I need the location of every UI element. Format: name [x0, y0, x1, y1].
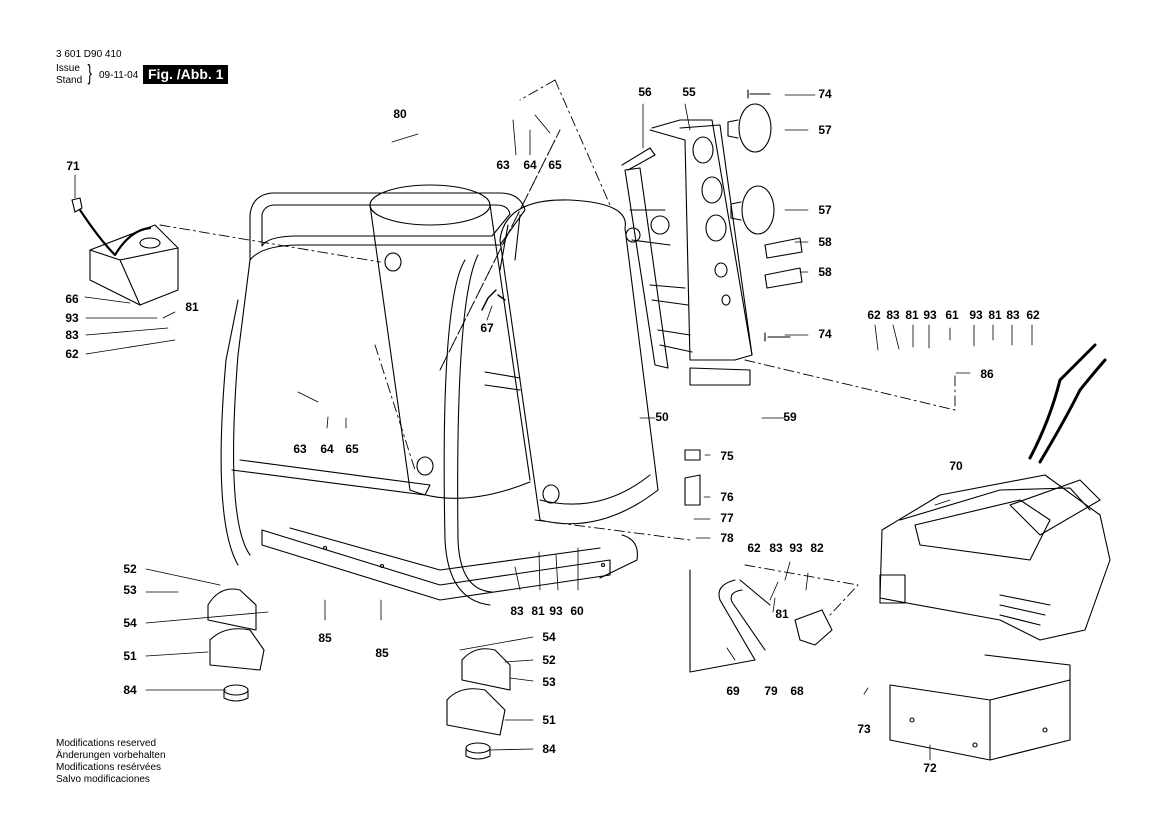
modifications-note: Modifications reserved Änderungen vorbeh… [56, 738, 166, 786]
callout-85: 85 [375, 646, 389, 660]
callout-73: 73 [857, 722, 871, 736]
callout-63: 63 [496, 158, 510, 172]
callout-74: 74 [818, 87, 832, 101]
callout-70: 70 [949, 459, 963, 473]
gauge-plate [649, 119, 753, 386]
callout-86: 86 [980, 367, 994, 381]
rear-tank [369, 184, 531, 499]
modifications-line: Modifications reserved [56, 738, 157, 749]
callout-53: 53 [123, 583, 137, 597]
outlet-pipe [689, 569, 771, 673]
callout-58: 58 [818, 265, 832, 279]
callout-83: 83 [510, 604, 524, 618]
callout-59: 59 [783, 410, 797, 424]
part-number: 3 601 D90 410 [56, 49, 122, 60]
quick-couplers [764, 237, 803, 289]
callout-62: 62 [867, 308, 881, 322]
callout-65: 65 [345, 442, 359, 456]
gauges [727, 103, 775, 235]
callout-62: 62 [65, 347, 79, 361]
callout-81: 81 [905, 308, 919, 322]
pressure-switch-tube [481, 289, 506, 311]
callout-50: 50 [655, 410, 669, 424]
fittings [684, 449, 701, 506]
callout-57: 57 [818, 123, 832, 137]
callout-83: 83 [65, 328, 79, 342]
callout-79: 79 [764, 684, 778, 698]
callout-54: 54 [542, 630, 556, 644]
callout-labels: 80 63 64 65 71 66 93 81 83 62 67 63 64 65 52 53 54 51 84 85… [65, 85, 1040, 775]
callout-81: 81 [775, 607, 789, 621]
callout-66: 66 [65, 292, 79, 306]
brace-glyph: } [87, 60, 92, 85]
frame [220, 192, 638, 606]
figure-label: Fig. /Abb. 1 [143, 65, 229, 84]
callout-85: 85 [318, 631, 332, 645]
callout-65: 65 [548, 158, 562, 172]
stand-label: Stand [56, 75, 83, 86]
callout-62: 62 [747, 541, 761, 555]
screws [747, 89, 791, 342]
callout-69: 69 [726, 684, 740, 698]
callout-93: 93 [923, 308, 937, 322]
callout-67: 67 [480, 321, 494, 335]
bracket [889, 654, 1071, 761]
callout-57: 57 [818, 203, 832, 217]
callout-72: 72 [923, 761, 937, 775]
callout-93: 93 [789, 541, 803, 555]
manifold [621, 147, 693, 369]
callout-80: 80 [393, 107, 407, 121]
callout-53: 53 [542, 675, 556, 689]
callout-82: 82 [810, 541, 824, 555]
pressure-switch [71, 197, 179, 306]
callout-55: 55 [682, 85, 696, 99]
callout-63: 63 [293, 442, 307, 456]
callout-60: 60 [570, 604, 584, 618]
callout-81: 81 [531, 604, 545, 618]
callout-52: 52 [123, 562, 137, 576]
issue-date: 09-11-04 [99, 70, 139, 81]
callout-83: 83 [769, 541, 783, 555]
motor-compressor [879, 343, 1111, 641]
base-plate [261, 527, 611, 601]
check-valve [794, 609, 833, 646]
callout-93: 93 [65, 311, 79, 325]
callout-52: 52 [542, 653, 556, 667]
callout-54: 54 [123, 616, 137, 630]
callout-51: 51 [542, 713, 556, 727]
modifications-line: Änderungen vorbehalten [56, 750, 166, 761]
callout-93: 93 [969, 308, 983, 322]
modifications-line: Modifications resérvées [56, 762, 162, 773]
callout-74: 74 [818, 327, 832, 341]
callout-68: 68 [790, 684, 804, 698]
callout-64: 64 [523, 158, 537, 172]
callout-81: 81 [988, 308, 1002, 322]
callout-77: 77 [720, 511, 734, 525]
callout-81: 81 [185, 300, 199, 314]
callout-58: 58 [818, 235, 832, 249]
callout-51: 51 [123, 649, 137, 663]
callout-62: 62 [1026, 308, 1040, 322]
callout-78: 78 [720, 531, 734, 545]
front-tank [484, 199, 659, 525]
foot-right [446, 648, 511, 760]
callout-83: 83 [1006, 308, 1020, 322]
modifications-line: Salvo modificaciones [56, 774, 150, 785]
callout-71: 71 [66, 159, 80, 173]
callout-64: 64 [320, 442, 334, 456]
callout-84: 84 [123, 683, 137, 697]
callout-61: 61 [945, 308, 959, 322]
callout-83: 83 [886, 308, 900, 322]
callout-93: 93 [549, 604, 563, 618]
callout-56: 56 [638, 85, 652, 99]
issue-label: Issue [56, 63, 80, 74]
callout-76: 76 [720, 490, 734, 504]
foot-left [207, 588, 265, 702]
callout-75: 75 [720, 449, 734, 463]
callout-84: 84 [542, 742, 556, 756]
